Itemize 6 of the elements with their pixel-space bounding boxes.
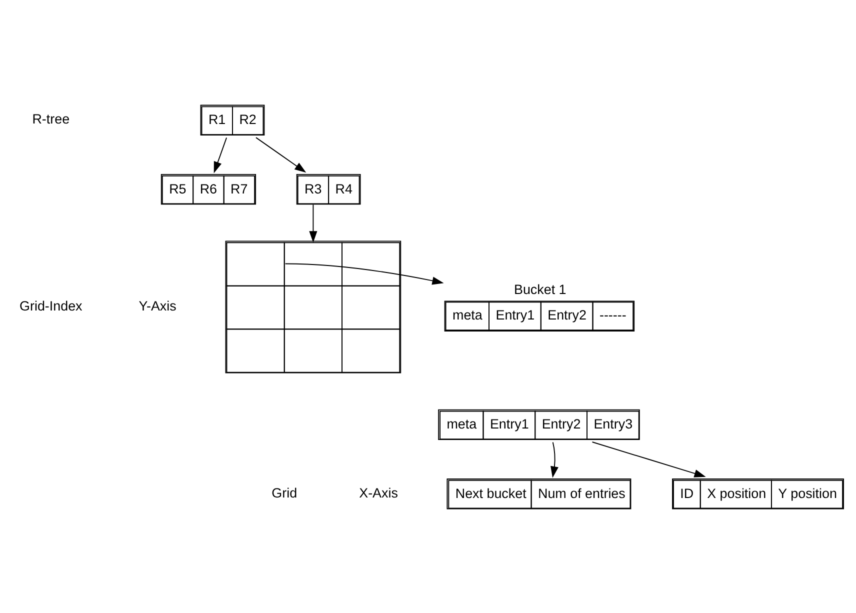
label: Y-Axis [138, 298, 176, 314]
label: X-Axis [359, 484, 398, 500]
label: Grid [272, 484, 298, 500]
label: R-tree [32, 111, 70, 126]
node-label: Bucket 1 [514, 281, 566, 296]
label: Grid-Index [20, 298, 82, 314]
